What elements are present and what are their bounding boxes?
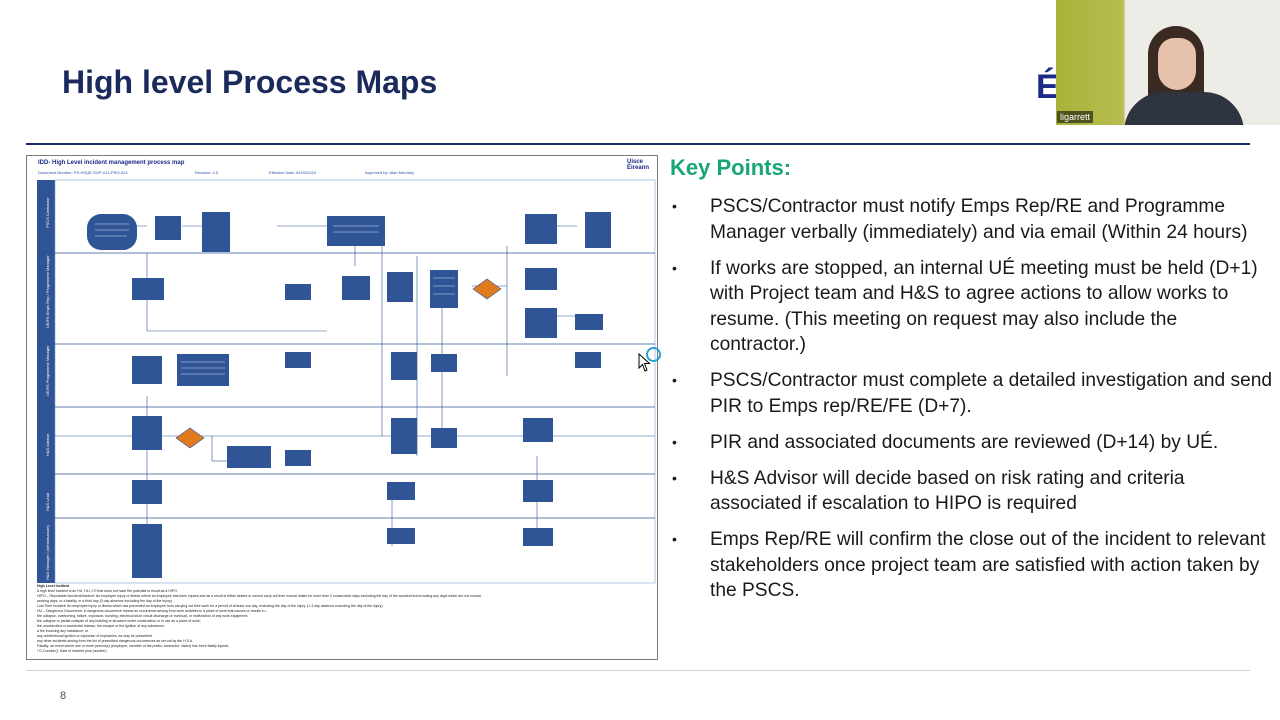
lane-label: PSCS Contractor [45, 197, 50, 228]
note-line: HIPO – Reportable Accident/Incident: An … [37, 594, 481, 598]
process-map-title: IDD- High Level incident management proc… [38, 160, 185, 166]
note-line: the collapse, overturning, failure, expl… [37, 614, 249, 618]
key-points-heading: Key Points: [670, 155, 792, 180]
key-point-text: PIR and associated documents are reviewe… [710, 431, 1219, 453]
bullet-icon: • [672, 531, 677, 548]
note-line: the collapse or partial collapse of any … [37, 619, 201, 623]
key-point-text: Emps Rep/RE will confirm the close out o… [710, 529, 1266, 602]
revision: Revision: 4.0 [195, 170, 219, 175]
bullet-icon: • [672, 433, 677, 450]
key-points-list: • PSCS/Contractor must notify Emps Rep/RE… [670, 194, 1276, 615]
lane-label: UE/FE Programme Manager [45, 345, 50, 396]
note-line: any unintentional ignition or explosion … [37, 634, 153, 638]
key-point-item: • Emps Rep/RE will confirm the close out … [670, 527, 1276, 604]
decision-diamonds [175, 278, 502, 449]
note-line: working days, or a fatality, or a third … [37, 599, 173, 603]
uisce-eireann-logo: É [1036, 68, 1059, 106]
note-line: Fatality: an event where one or more per… [37, 644, 230, 648]
bullet-icon: • [672, 259, 677, 276]
webcam-participant-face [1158, 38, 1196, 90]
process-steps [87, 212, 611, 578]
key-point-item: • PSCS/Contractor must complete a detaile… [670, 368, 1276, 419]
key-point-text: H&S Advisor will decide based on risk ra… [710, 467, 1185, 515]
note-line: the uncontrolled or accidental release, … [37, 624, 165, 628]
key-point-text: PSCS/Contractor must notify Emps Rep/RE … [710, 196, 1248, 243]
process-map-header: IDD- High Level incident management proc… [35, 158, 653, 178]
note-line: a fire involving any substance; or [37, 629, 88, 633]
key-point-item: • If works are stopped, an internal UÉ me… [670, 256, 1276, 358]
footer-divider [26, 670, 1250, 671]
webcam-video-tile[interactable]: ligarrett [1056, 0, 1280, 125]
note-line: any other incidents arising from the lis… [37, 639, 194, 643]
process-map-image: PSCS Contractor UE/FE Emps Rep / Program… [26, 155, 658, 660]
key-point-text: PSCS/Contractor must complete a detailed… [710, 370, 1273, 417]
approved-by: Approved by: Alan Morrisey [365, 170, 414, 175]
mouse-cursor-icon [638, 353, 651, 372]
key-point-text: If works are stopped, an internal UÉ mee… [710, 257, 1258, 356]
note-line: * D-Counter(): Date of incident plus (nu… [37, 649, 107, 653]
effective-date: Effective Date: 04/02/2024 [269, 170, 317, 175]
bullet-icon: • [672, 198, 677, 214]
participant-name-label: ligarrett [1057, 111, 1094, 123]
note-line: Lost Time Incident: An employee injury o… [37, 604, 384, 608]
note-line: HU – Dangerous Occurrence: A dangerous o… [37, 609, 268, 613]
process-step-text [95, 223, 455, 375]
title-divider [26, 143, 1250, 145]
note-line: A high level incident is an HU, HLI, LTI… [37, 589, 178, 593]
lane-label: H&S Manager / (Infrastructure) [45, 525, 50, 580]
lane-labels: PSCS Contractor UE/FE Emps Rep / Program… [45, 197, 50, 580]
key-point-item: • PIR and associated documents are review… [670, 430, 1276, 456]
notes-heading: High Level Incident [37, 584, 70, 588]
lane-label: H&S Advisor [45, 433, 50, 456]
key-point-item: • PSCS/Contractor must notify Emps Rep/RE… [670, 194, 1276, 245]
lane-label: H&S Lead [45, 493, 50, 511]
bullet-icon: • [672, 372, 677, 389]
click-indicator-icon [646, 347, 661, 362]
document-number: Document Number: PS-HSQE-SOP-014-PRO-024 [38, 170, 128, 175]
slide-title: High level Process Maps [62, 64, 438, 100]
lane-header-column [37, 180, 55, 583]
process-map-diagram: PSCS Contractor UE/FE Emps Rep / Program… [37, 179, 656, 584]
process-map-notes: High Level Incident A high level inciden… [37, 584, 649, 654]
logo-line-2: Éireann [626, 165, 649, 171]
process-map-logo: Uisce Éireann [627, 159, 649, 171]
logo-line-1: Uisce [626, 159, 643, 165]
webcam-participant-body [1124, 92, 1244, 125]
key-point-item: • H&S Advisor will decide based on risk r… [670, 466, 1276, 517]
page-number: 8 [60, 690, 67, 702]
bullet-icon: • [672, 469, 677, 486]
lane-label: UE/FE Emps Rep / Programme Manager [45, 255, 50, 328]
lane-dividers [37, 252, 655, 519]
